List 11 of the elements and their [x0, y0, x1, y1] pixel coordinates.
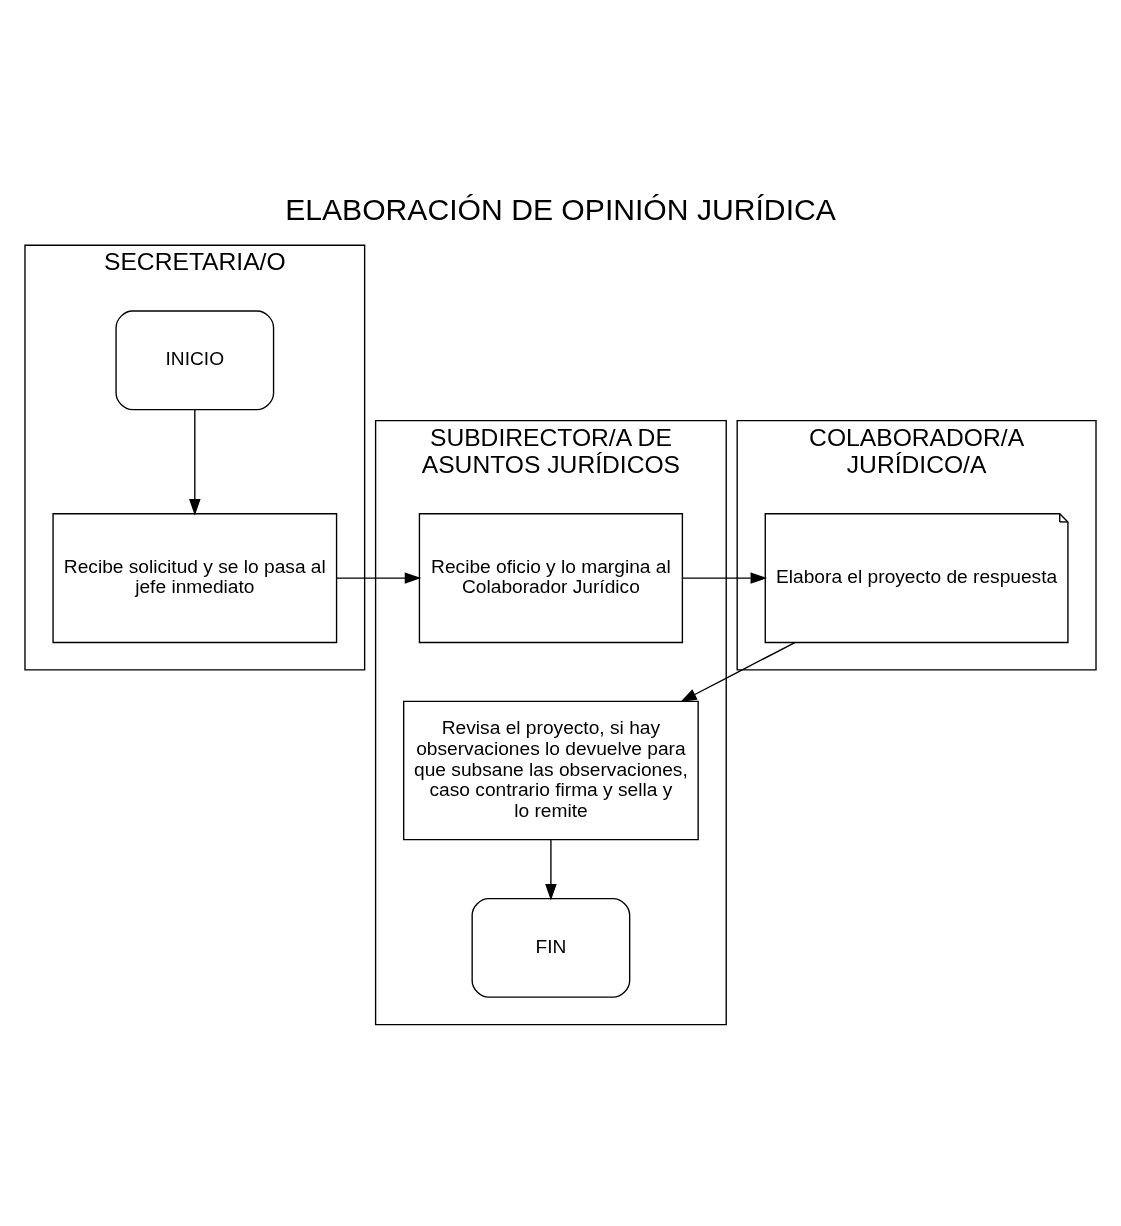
node-box: Revisa el proyecto, si hay observaciones lo devuelve para que subsane las observaciones, caso contrario firma y sella y lo remite [403, 700, 699, 841]
node-box: FIN [471, 897, 631, 998]
arrow [682, 572, 767, 584]
node-box: Recibe solicitud y se lo pasa al jefe inmediato [52, 513, 338, 644]
arrow [336, 572, 422, 584]
arrow [189, 409, 201, 516]
node-box: Recibe oficio y lo margina al Colaborador Jurídico [418, 513, 684, 644]
diagram-title: ELABORACIÓN DE OPINIÓN JURÍDICA [285, 193, 836, 227]
arrow [545, 839, 557, 901]
arrow [680, 641, 796, 702]
node-box: INICIO [115, 310, 275, 411]
